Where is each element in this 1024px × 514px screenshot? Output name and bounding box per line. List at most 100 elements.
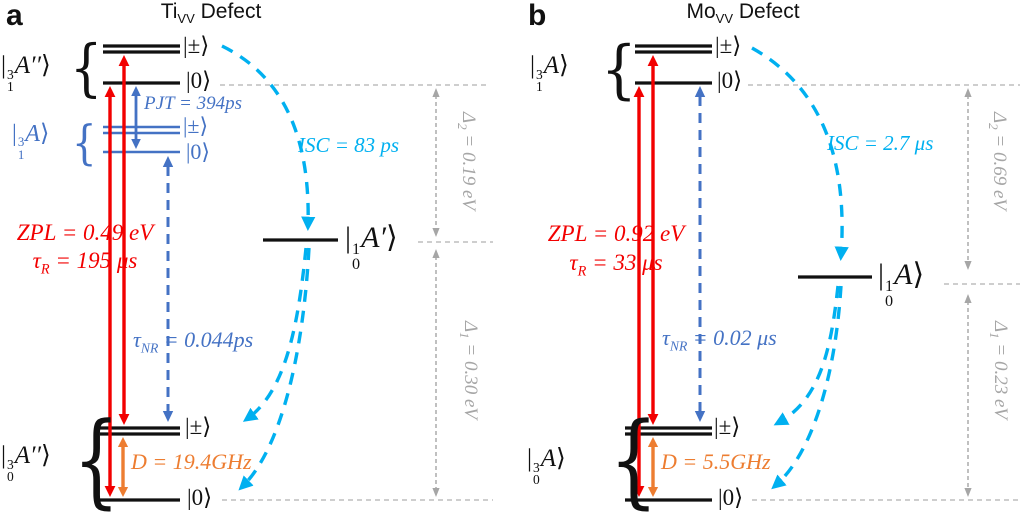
brace-jt: {: [72, 116, 97, 171]
tau-nr-arrow: [694, 86, 706, 422]
ket-label-ground-pm: |±⟩: [185, 414, 212, 439]
brace-excited: {: [70, 32, 102, 104]
ket-label-ground-0: |0⟩: [187, 485, 213, 510]
tau-value: = 195 μs: [49, 248, 138, 273]
arrowhead: [647, 55, 659, 66]
ket-close: ⟩: [556, 445, 566, 472]
delta1-label: Δ1 = 0.23 eV: [987, 320, 1011, 421]
zfs-arrow: [117, 437, 129, 497]
title-subscript: VV: [177, 11, 195, 27]
arrowhead: [964, 88, 972, 97]
tau-symbol: τ: [133, 327, 141, 352]
isc-curve-to-ground-0: [238, 247, 311, 491]
delta2-label: Δ2 = 0.19 eV: [455, 111, 479, 212]
arrowhead: [162, 411, 174, 422]
arrowhead: [162, 156, 174, 167]
delta2-label: Δ2 = 0.69 eV: [986, 111, 1010, 212]
tau-symbol: τ: [569, 250, 578, 275]
pjt-arrow: [131, 86, 141, 149]
ket-bar: |: [12, 121, 17, 147]
ket-bar: |: [1, 52, 7, 79]
nonradiative-lifetime-label: τNR = 0.02 μs: [662, 326, 777, 354]
zpl-arrows: [104, 55, 130, 497]
panel-letter: a: [6, 0, 23, 32]
ket-close: ⟩: [386, 221, 398, 254]
title-subscript: VV: [715, 11, 734, 27]
superscript: 3: [7, 66, 14, 82]
isc-rate-label: ISC = 83 ps: [298, 133, 400, 157]
zfs-label: D = 19.4GHz: [131, 449, 252, 474]
arrowhead: [964, 488, 972, 497]
gray-guide-lines: [220, 84, 493, 501]
black-levels: [100, 44, 338, 502]
arrowhead: [131, 139, 141, 149]
arrowhead: [964, 261, 972, 270]
arrowhead: [117, 487, 129, 497]
ket-label-excited-0: |0⟩: [186, 68, 212, 93]
ket-label-excited-pm: |±⟩: [715, 33, 742, 58]
arrowhead: [694, 411, 706, 422]
superscript: 3: [536, 66, 543, 82]
title-rest: Defect: [733, 0, 800, 23]
ket-bar: |: [878, 258, 885, 291]
zpl-label: ZPL = 0.49 eV: [16, 220, 154, 245]
brace-excited: {: [601, 33, 637, 107]
title-element: Ti: [160, 0, 178, 23]
ket-label-ground-pm: |±⟩: [714, 414, 741, 439]
brace-ground: {: [609, 402, 658, 514]
tau-value: = 0.02 μs: [687, 325, 777, 350]
brace-ground: {: [73, 401, 120, 514]
panel-a-graphics: { { { Δ2 = 0.19 eV Δ1 = 0.30 eV: [70, 32, 493, 514]
panel-b-graphics: { { Δ2 = 0.69 eV Δ1 = 0.23 eV: [601, 33, 1020, 514]
isc-curve-to-singlet: [221, 44, 316, 231]
term-symbol: A′′: [14, 442, 41, 469]
subscript: 1: [17, 146, 25, 162]
ket-label-ground-0: |0⟩: [718, 485, 744, 510]
ket-label-jt-0: |0⟩: [186, 139, 210, 164]
pjt-rate-label: PJT = 394ps: [144, 93, 242, 114]
arrowhead: [647, 487, 659, 497]
arrowhead: [432, 488, 440, 497]
subscript: 1: [7, 79, 14, 95]
isc-curve-to-ground-pm: [242, 247, 308, 422]
arrowhead: [117, 437, 129, 447]
term-symbol: A: [543, 52, 560, 79]
arrowhead: [104, 86, 116, 97]
arrowhead: [964, 294, 972, 303]
superscript: 3: [533, 459, 540, 475]
arrowhead: [647, 437, 659, 447]
radiative-lifetime-label: τR = 33 μs: [531, 250, 701, 280]
superscript: 1: [352, 239, 361, 258]
zpl-arrows: [633, 55, 659, 497]
delta-arrowheads: [964, 88, 972, 497]
isc-curves: [221, 44, 316, 491]
subscript: 0: [7, 469, 14, 485]
tau-value: = 33 μs: [586, 250, 663, 275]
tau-subscript: R: [40, 261, 50, 278]
ket-close: ⟩: [39, 121, 50, 147]
black-levels: [625, 44, 872, 502]
superscript: 1: [885, 276, 894, 295]
term-symbol: A′: [361, 221, 386, 254]
zpl-label: ZPL = 0.92 eV: [547, 221, 685, 246]
title-rest: Defect: [194, 0, 262, 23]
arrowhead: [432, 249, 440, 258]
panel-title: TiVV Defect: [111, 0, 311, 27]
superscript: 3: [17, 134, 25, 150]
ket-close: ⟩: [912, 258, 925, 291]
ket-bar: |: [530, 52, 536, 79]
ket-label-jt-pm: |±⟩: [183, 113, 209, 138]
term-symbol: A′′: [14, 52, 41, 79]
isc-curves: [751, 46, 849, 490]
